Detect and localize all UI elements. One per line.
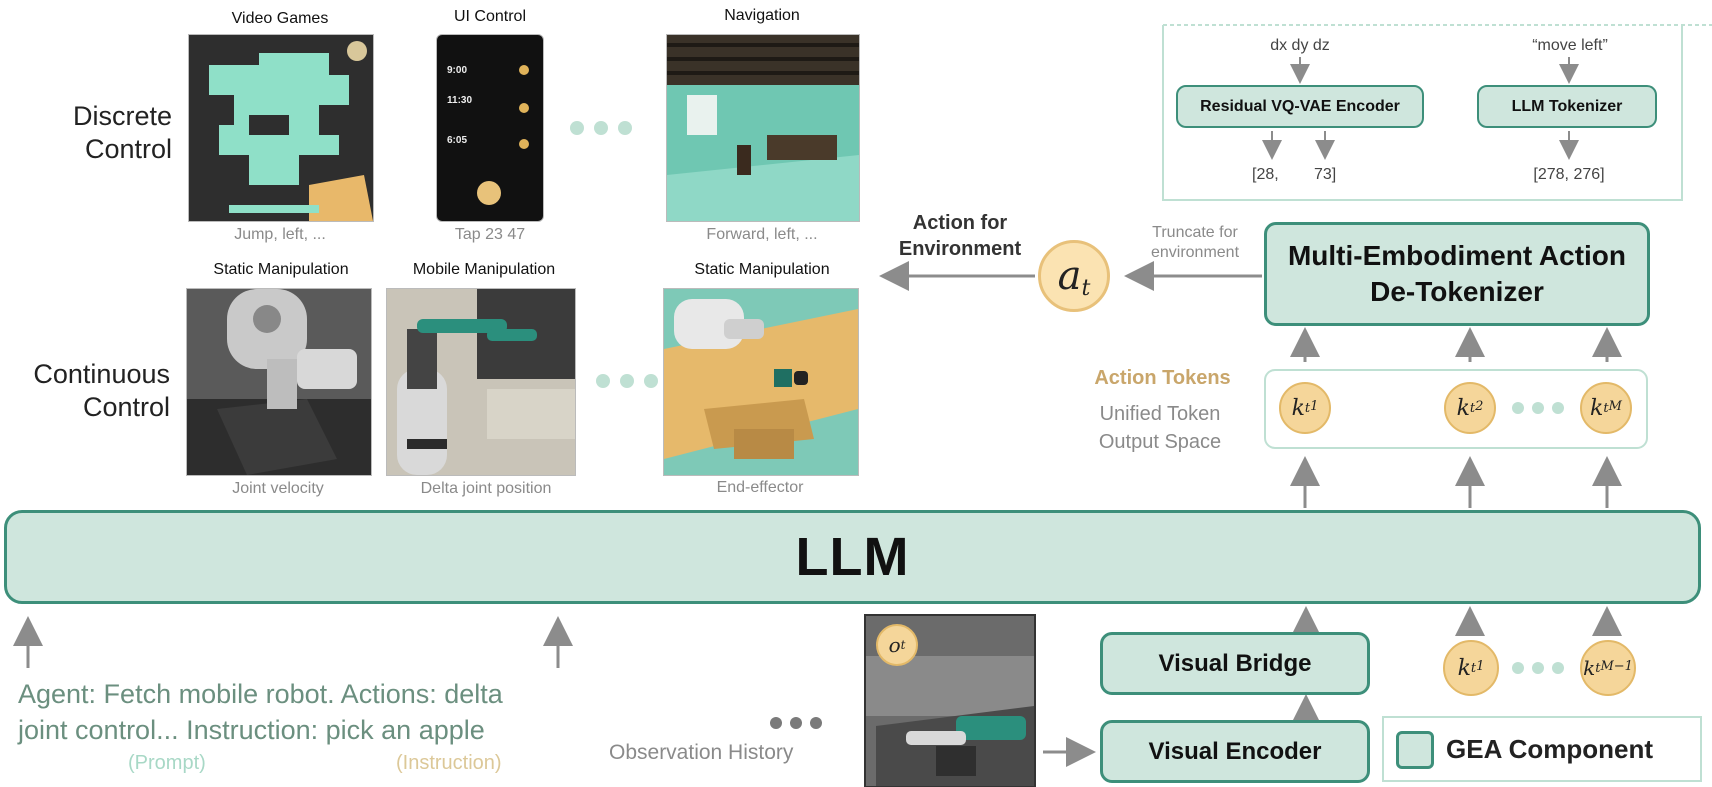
discrete-more-dots [570,121,632,135]
action-for-environment-label: Action for Environment [898,212,1022,260]
continuous-more-dots [596,374,658,388]
phone-add-button [477,181,501,205]
legend-box: GEA Component [1382,716,1702,782]
action-tokens-label: Action Tokens [1094,367,1231,389]
static-manipulation-title-1: Static Manipulation [213,261,349,278]
ui-control-phone-image: 9:00 11:30 6:05 [436,34,544,222]
video-games-caption: Jump, left, ... [234,226,326,243]
llm-block: LLM [4,510,1701,604]
video-games-image [188,34,374,222]
vqvae-output-b: 73] [1314,166,1337,183]
unified-token-label: Unified Token Output Space [1098,403,1222,453]
discrete-control-label: Discrete Control [72,101,172,164]
prompt-text: Agent: Fetch mobile robot. Actions: delt… [18,679,503,745]
navigation-room-scene [667,35,859,221]
end-effector-caption: End-effector [716,479,804,496]
action-at-symbol: a [1057,253,1082,299]
navigation-image [666,34,860,222]
vqvae-output-a: [28, [1252,166,1279,183]
phone-time-1: 9:00 [447,65,468,76]
tokenizer-panel-frame [1162,25,1683,201]
robot-desk-scene [664,289,858,475]
mobile-robot-scene [387,289,575,475]
llm-tokenizer-box: LLM Tokenizer [1477,85,1657,128]
joint-velocity-caption: Joint velocity [232,480,324,497]
ui-control-caption: Tap 23 47 [454,226,526,243]
instruction-tag: (Instruction) [396,752,502,774]
navigation-title: Navigation [724,7,800,24]
dx-dy-dz-label: dx dy dz [1270,37,1330,54]
unified-token-frame [1264,369,1648,449]
observation-history-dots [770,717,822,729]
action-detokenizer-box: Multi-Embodiment Action De-Tokenizer [1264,222,1650,326]
visual-bridge-box: Visual Bridge [1100,632,1370,695]
navigation-caption: Forward, left, ... [706,226,818,243]
phone-toggle-1 [519,65,529,75]
static-manipulation-title-2: Static Manipulation [694,261,830,278]
prompt-tag: (Prompt) [128,752,206,774]
output-token-dots [1512,402,1564,414]
phone-toggle-3 [519,139,529,149]
input-token-dots [1512,662,1564,674]
phone-time-2: 11:30 [447,95,473,106]
residual-vqvae-encoder-box: Residual VQ-VAE Encoder [1176,85,1424,128]
ui-control-title: UI Control [453,8,527,25]
continuous-control-label: Continuous Control [33,359,170,422]
robot-arm-scene-1 [187,289,371,475]
observation-history-label: Observation History [609,741,794,764]
visual-encoder-box: Visual Encoder [1100,720,1370,783]
legend-swatch [1396,731,1434,769]
truncate-label: Truncate for environment [1150,224,1240,261]
phone-time-3: 6:05 [447,135,468,146]
video-games-title: Video Games [231,10,329,27]
static-manipulation-image-1 [186,288,372,476]
phone-toggle-2 [519,103,529,113]
observation-robot-scene [866,616,1034,786]
static-manipulation-image-2 [663,288,859,476]
mobile-manipulation-title: Mobile Manipulation [412,261,556,278]
llm-tokenizer-output: [278, 276] [1533,166,1605,183]
move-left-label: “move left” [1532,37,1608,54]
mobile-manipulation-image [386,288,576,476]
delta-joint-caption: Delta joint position [420,480,552,497]
video-game-pixel-art [189,35,373,221]
legend-label: GEA Component [1446,734,1654,764]
observation-ot-symbol: o [888,633,901,657]
